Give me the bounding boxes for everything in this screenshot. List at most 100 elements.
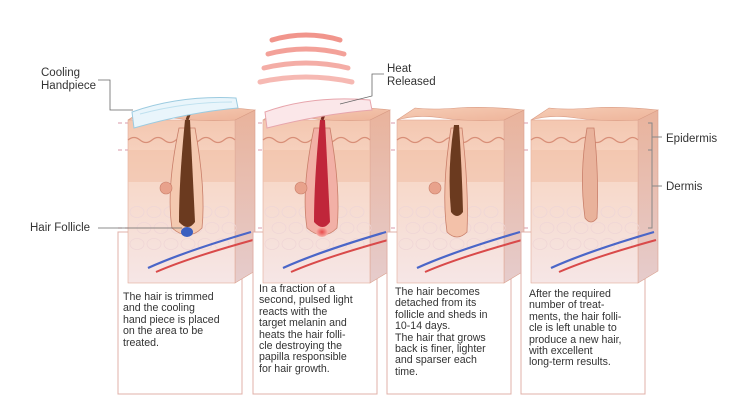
- empty-follicle: [582, 127, 598, 223]
- fat-cell: [415, 206, 431, 218]
- caption-line: papilla responsible: [259, 351, 347, 364]
- caption-line: and sparser each: [395, 354, 477, 367]
- skin-side-face: [234, 109, 256, 284]
- papilla: [181, 227, 193, 237]
- fat-cell: [583, 238, 599, 250]
- cooling-label-line2: Handpiece: [41, 80, 96, 92]
- fat-cell: [356, 222, 372, 234]
- fat-cell: [281, 238, 297, 250]
- caption-line: number of treat-: [529, 299, 605, 312]
- fat-cell: [129, 206, 145, 218]
- caption-line: treated.: [123, 336, 159, 349]
- skin-top-face: [530, 107, 660, 121]
- fat-cell: [264, 206, 280, 218]
- cooling-label-line1: Cooling: [41, 67, 80, 79]
- step-2-caption: In a fraction of a second, pulsed light …: [259, 283, 369, 375]
- caption-line: The hair becomes: [395, 286, 480, 298]
- artery: [558, 239, 657, 273]
- caption-line: heats the hair folli-: [259, 328, 346, 341]
- fat-cell: [146, 206, 162, 218]
- caption-line: target melanin and: [259, 317, 347, 330]
- fat-cell: [617, 206, 633, 218]
- heat-wave: [269, 32, 343, 43]
- caption-line: time.: [395, 365, 418, 378]
- detached-hair: [449, 125, 463, 216]
- caption-line: with excellent: [529, 345, 593, 358]
- heat-handpiece: [257, 32, 373, 129]
- hair-shaft: [314, 120, 330, 227]
- fat-cell: [532, 238, 548, 250]
- caption-line: reacts with the: [259, 305, 328, 318]
- caption-line: detached from its: [395, 297, 477, 310]
- fat-cell: [288, 222, 304, 234]
- handpiece-glass: [264, 98, 373, 129]
- dermis-label: Dermis: [666, 181, 703, 193]
- skin-top-face: [396, 107, 526, 121]
- caption-line: long-term results.: [529, 356, 611, 369]
- vein: [550, 230, 655, 270]
- fat-cell: [180, 238, 196, 250]
- step-3-caption: The hair becomes detached from its folli…: [395, 286, 505, 378]
- fat-cell: [483, 206, 499, 218]
- vein: [282, 230, 387, 270]
- caption-line: In a fraction of a: [259, 283, 335, 295]
- caption-line: back is finer, lighter: [395, 343, 486, 356]
- skin-blocks: [117, 32, 660, 395]
- hair-shaft: [179, 120, 195, 227]
- fat-cell: [566, 238, 582, 250]
- fat-cell: [432, 238, 448, 250]
- fat-cell: [590, 222, 606, 234]
- fat-cell: [271, 222, 287, 234]
- step-4-caption: After the required number of treat- ment…: [529, 288, 639, 369]
- caption-line: cle is left unable to: [529, 322, 617, 335]
- caption-line: produce a new hair,: [529, 333, 622, 346]
- heat-label-line2: Released: [387, 76, 436, 88]
- caption-line: for hair growth.: [259, 362, 330, 375]
- fat-cell: [573, 222, 589, 234]
- fat-cell: [415, 238, 431, 250]
- sebaceous-gland: [159, 181, 173, 195]
- caption-line: 10-14 days.: [395, 320, 451, 333]
- cooling-handpiece-label: Cooling Handpiece: [41, 67, 96, 93]
- label-connectors: [98, 73, 662, 229]
- fat-cell: [549, 238, 565, 250]
- fat-cell: [398, 206, 414, 218]
- skin-block-3: [386, 107, 526, 395]
- caption-line: The hair that grows: [395, 331, 486, 344]
- cooling-connector: [98, 79, 133, 111]
- skin-side-face: [637, 109, 659, 284]
- heat-connector: [339, 73, 384, 105]
- caption-line: on the area to be: [123, 325, 204, 338]
- vein: [416, 230, 521, 270]
- sebaceous-gland: [428, 181, 442, 195]
- fat-cell: [566, 206, 582, 218]
- fat-cell: [556, 222, 572, 234]
- fat-cell: [532, 206, 548, 218]
- fat-cell: [339, 222, 355, 234]
- fat-cell: [539, 222, 555, 234]
- sebaceous-gland: [294, 181, 308, 195]
- heat-released-label: Heat Released: [387, 63, 436, 89]
- artery: [424, 239, 523, 273]
- fat-cell: [146, 238, 162, 250]
- fat-cell: [214, 206, 230, 218]
- epidermis-label: Epidermis: [666, 133, 718, 145]
- handpiece-highlight: [139, 101, 233, 115]
- cooling-handpiece: [131, 97, 239, 129]
- artery: [155, 239, 254, 273]
- fat-cell: [315, 238, 331, 250]
- papilla: [316, 227, 328, 237]
- heat-label-line1: Heat: [387, 63, 412, 75]
- fat-cell: [298, 238, 314, 250]
- vein: [147, 230, 252, 270]
- caption-line: hand piece is placed: [123, 313, 220, 326]
- fat-cell: [624, 222, 640, 234]
- caption-line: cle destroying the: [259, 340, 343, 353]
- caption-line: ments, the hair folli-: [529, 310, 622, 323]
- skin-block-1: [117, 107, 257, 395]
- fat-cell: [422, 222, 438, 234]
- hair-follicle-label: Hair Follicle: [30, 222, 91, 234]
- fat-cell: [473, 222, 489, 234]
